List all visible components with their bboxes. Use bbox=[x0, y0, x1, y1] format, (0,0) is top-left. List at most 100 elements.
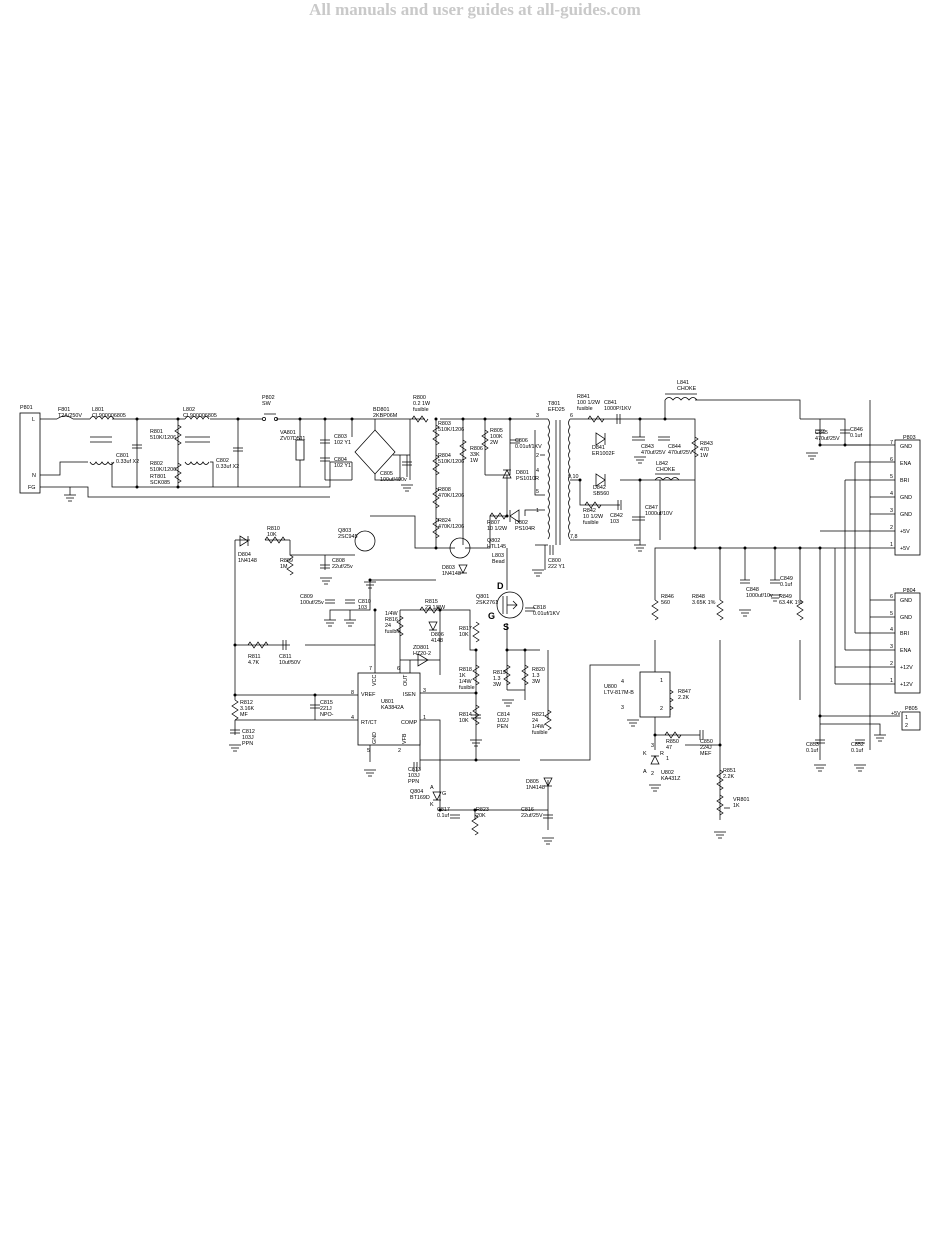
component-label-line: R808 bbox=[438, 487, 451, 493]
pin-labels: L N FG 3 2 4 5 1 6 9,10 7,8 VCC OUT VREF… bbox=[28, 413, 901, 808]
component-label-line: Q802 bbox=[487, 538, 500, 544]
component-label-p801: P801 bbox=[20, 405, 33, 411]
component-label-line: C848 bbox=[746, 587, 759, 593]
connector-pin-number: 4 bbox=[890, 491, 893, 497]
component-label-p805: P805 bbox=[905, 706, 918, 712]
component-label-line: C818 bbox=[533, 605, 546, 611]
component-label-line: 103J bbox=[242, 735, 254, 741]
component-label-line: R800 bbox=[413, 395, 426, 401]
ground-symbols bbox=[64, 452, 886, 845]
pin-label: 5 bbox=[536, 489, 539, 495]
connector-pin-number: 1 bbox=[890, 542, 893, 548]
component-label-line: R816 bbox=[385, 617, 398, 623]
component-label-line: C805 bbox=[380, 471, 393, 477]
component-label-line: R814 bbox=[459, 712, 472, 718]
connector-pin-label: ENA bbox=[900, 648, 911, 654]
component-label-line: C800 bbox=[548, 558, 561, 564]
watermark-banner: All manuals and user guides at all-guide… bbox=[309, 0, 641, 19]
component-label-line: fusible bbox=[532, 730, 548, 736]
component-label-line: 10K bbox=[459, 632, 469, 638]
component-label-line: 103 bbox=[358, 605, 367, 611]
component-label-line: R819 bbox=[493, 670, 506, 676]
component-label-line: 100uf/400v bbox=[380, 477, 407, 483]
component-label-line: R804 bbox=[438, 453, 451, 459]
pin-label: OUT bbox=[403, 674, 409, 686]
connector-pin-number: 1 bbox=[905, 715, 908, 721]
pin-label: VREF bbox=[361, 692, 376, 698]
pin-label: 3 bbox=[536, 413, 539, 419]
component-label-p804: P804 bbox=[903, 588, 916, 594]
pin-label: 2 bbox=[398, 748, 401, 754]
component-label-line: L801 bbox=[92, 407, 104, 413]
pin-label: VFB bbox=[402, 733, 408, 744]
component-label-line: ZD801 bbox=[413, 645, 429, 651]
connector-pin-label: +12V bbox=[900, 665, 913, 671]
component-label-line: 2.2K bbox=[723, 774, 734, 780]
component-label-line: 102 Y1 bbox=[334, 440, 351, 446]
component-label-line: R812 bbox=[240, 700, 253, 706]
component-label-line: 0.1uf bbox=[850, 433, 862, 439]
component-label-line: 2.2K bbox=[678, 695, 689, 701]
component-label-line: R810 bbox=[267, 526, 280, 532]
component-label-line: 560 bbox=[661, 600, 670, 606]
component-label-line: fusible bbox=[459, 685, 475, 691]
pin-label: 5 bbox=[367, 748, 370, 754]
component-label-line: R809 bbox=[280, 558, 293, 564]
component-label-line: 1.3 bbox=[493, 676, 501, 682]
component-label-line: L802 bbox=[183, 407, 195, 413]
connector-pin-number: 6 bbox=[890, 594, 893, 600]
connector-pin-number: 5 bbox=[890, 474, 893, 480]
pin-label: 3 bbox=[621, 705, 624, 711]
component-label-line: C852 bbox=[851, 742, 864, 748]
component-symbols bbox=[19, 393, 921, 836]
pin-label: A bbox=[430, 785, 434, 791]
component-label-line: R806 bbox=[470, 446, 483, 452]
component-label-line: R841 bbox=[577, 394, 590, 400]
pin-label: K bbox=[643, 751, 647, 757]
pin-label: ISEN bbox=[403, 692, 416, 698]
pin-label: 2 bbox=[660, 706, 663, 712]
component-label-line: 10uf/50V bbox=[279, 660, 301, 666]
component-label-line: BT169D bbox=[410, 795, 430, 801]
component-label-line: NPO- bbox=[320, 712, 334, 718]
pin-label: GND bbox=[372, 732, 378, 744]
component-label-line: 2W bbox=[490, 440, 499, 446]
component-label-line: C803 bbox=[334, 434, 347, 440]
pin-label: N bbox=[32, 473, 36, 479]
component-label-line: R843 bbox=[700, 441, 713, 447]
component-label-line: fusible bbox=[577, 406, 593, 412]
pin-label: 3 bbox=[423, 688, 426, 694]
component-label-line: ZV07D511 bbox=[280, 436, 305, 442]
component-label-line: 0.1uf bbox=[851, 748, 863, 754]
